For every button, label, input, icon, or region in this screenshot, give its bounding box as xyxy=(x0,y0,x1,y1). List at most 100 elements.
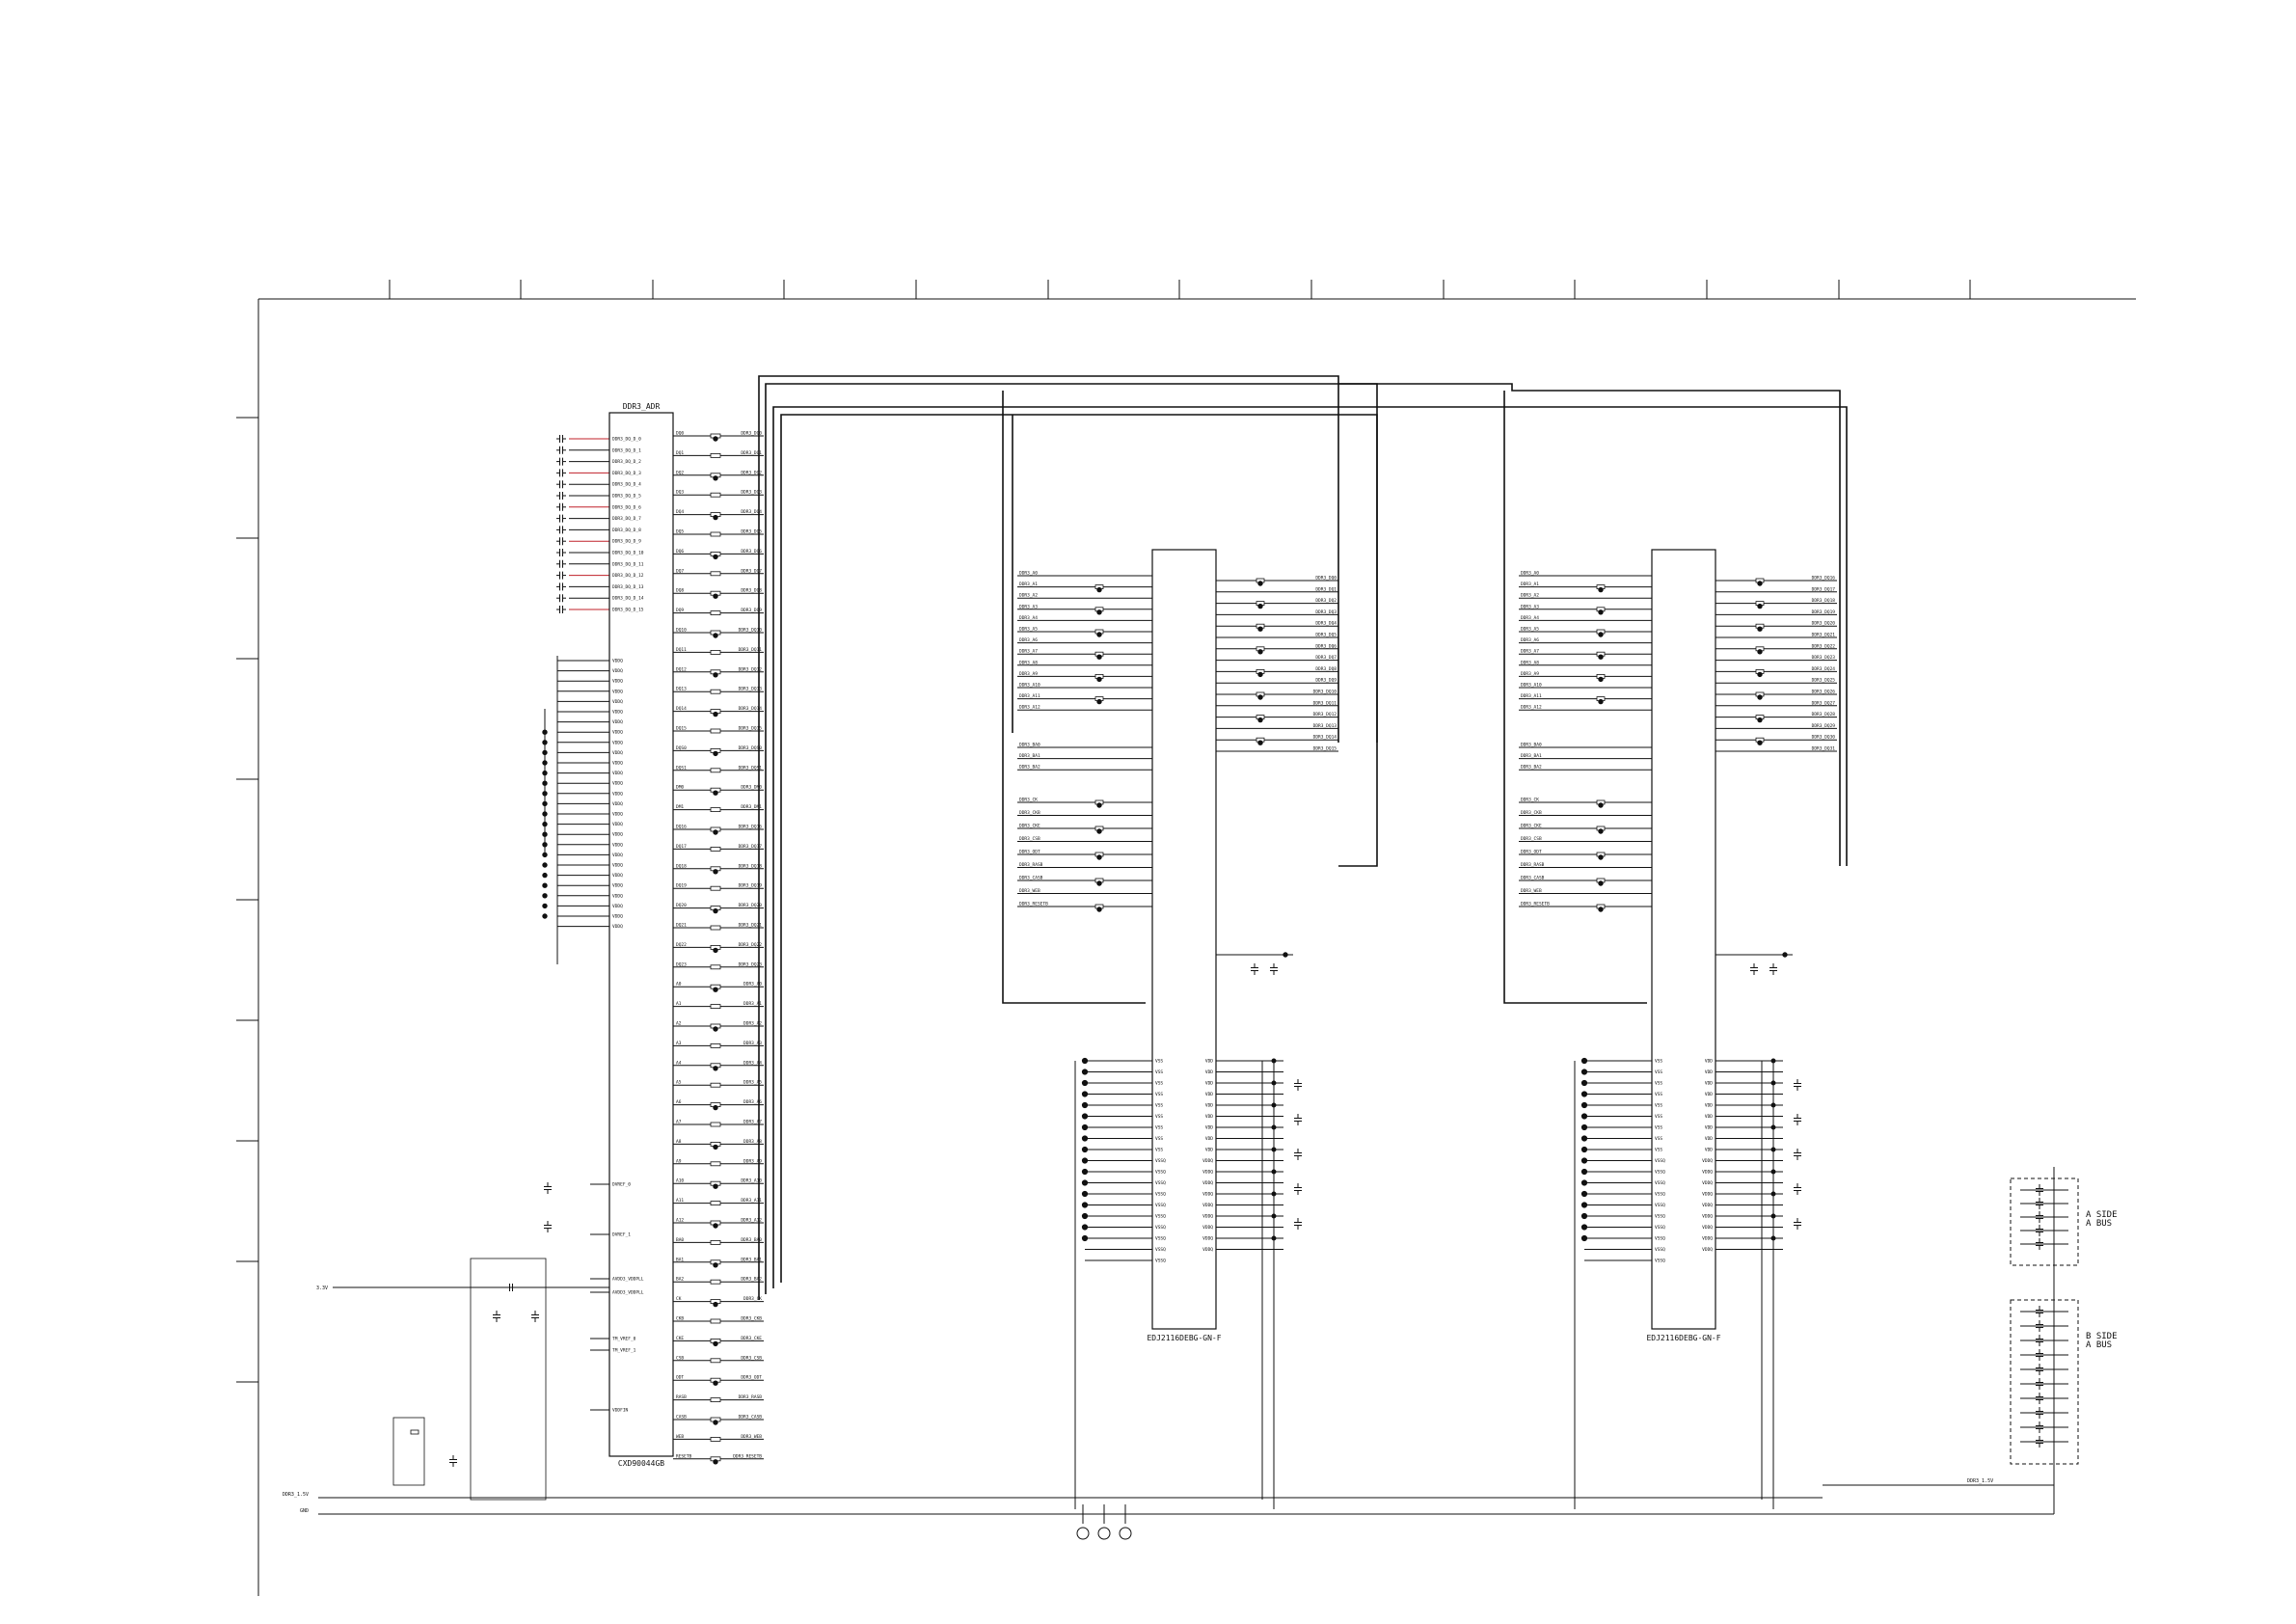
vss-junction xyxy=(1081,1224,1089,1231)
vddq-junction xyxy=(542,913,548,919)
memory-control-net: DDR3_ODT xyxy=(1019,850,1040,855)
bus-wire xyxy=(1503,391,1647,1004)
memory-control-net: DDR3_RESETB xyxy=(1019,902,1048,907)
control-junction xyxy=(1598,802,1604,808)
memory-vss-pin: VSSQ xyxy=(1655,1203,1665,1208)
memory-data-net: DDR3_DQ22 xyxy=(1812,643,1836,649)
controller-net-name: DDR3_A12 xyxy=(741,1218,762,1224)
memory-vdd-pin: VDDQ xyxy=(1702,1203,1713,1208)
controller-vddq-label: VDDQ xyxy=(612,689,623,694)
memory-data-net: DDR3_DQ24 xyxy=(1812,666,1836,672)
resistor xyxy=(710,847,721,852)
controller-vddq-label: VDDQ xyxy=(612,679,623,685)
memory-data-net: DDR3_DQ15 xyxy=(1313,746,1337,752)
resistor xyxy=(710,610,721,615)
net-junction xyxy=(713,1420,718,1425)
address-junction xyxy=(1598,676,1604,683)
controller-right-pin: DQ19 xyxy=(676,883,687,889)
memory-vdd-pin: VDD xyxy=(1205,1136,1213,1142)
memory-vss-pin: VSSQ xyxy=(1155,1236,1166,1242)
controller-right-pin: DQ14 xyxy=(676,706,687,712)
vss-junction xyxy=(1081,1146,1089,1153)
memory-control-net: DDR3_RESETB xyxy=(1521,902,1550,907)
data-junction xyxy=(1757,626,1763,632)
memory-vss-pin: VSS xyxy=(1655,1081,1662,1087)
memory-vdd-pin: VDD xyxy=(1705,1081,1713,1087)
controller-vddq-label: VDDQ xyxy=(612,710,623,716)
controller-right-pin: DQ6 xyxy=(676,549,684,555)
vref-junction xyxy=(1283,952,1288,958)
controller-right-pin: DQ2 xyxy=(676,470,684,475)
vss-junction xyxy=(1580,1101,1588,1109)
bus-wire xyxy=(765,383,1378,1294)
vss-junction xyxy=(1081,1190,1089,1198)
memory-vss-pin: VSS xyxy=(1155,1125,1163,1131)
memory-vss-pin: VSSQ xyxy=(1155,1203,1166,1208)
memory-control-net: DDR3_RASB xyxy=(1521,862,1545,868)
controller-vddq-label: VDDQ xyxy=(612,801,623,807)
resistor xyxy=(710,1318,721,1324)
memory-vdd-pin: VDDQ xyxy=(1702,1180,1713,1186)
controller-right-pin: DQ7 xyxy=(676,568,684,574)
memory-address-net: DDR3_A10 xyxy=(1019,683,1040,689)
net-junction xyxy=(713,1066,718,1071)
resistor xyxy=(710,1437,721,1442)
control-junction xyxy=(1096,907,1102,912)
data-junction xyxy=(1757,581,1763,586)
controller-special-pin: DVREF_1 xyxy=(612,1232,631,1238)
memory-address-net: DDR3_A8 xyxy=(1019,660,1038,665)
resistor xyxy=(410,1429,419,1435)
memory-address-net: DDR3_A4 xyxy=(1019,615,1038,621)
memory-data-net: DDR3_DQ5 xyxy=(1315,633,1337,638)
net-junction xyxy=(713,947,718,954)
memory-vdd-pin: VDDQ xyxy=(1202,1180,1213,1186)
memory-ic-b xyxy=(1651,549,1716,1330)
resistor xyxy=(710,571,721,577)
controller-net-name: DDR3_A10 xyxy=(741,1178,762,1184)
controller-pin-label: DDR3_DQ_D_2 xyxy=(612,459,641,465)
vss-junction xyxy=(1580,1123,1588,1131)
net-junction xyxy=(713,1380,718,1386)
address-junction xyxy=(1096,586,1102,593)
memory-vss-pin: VSSQ xyxy=(1155,1158,1166,1164)
controller-right-pin: DQ5 xyxy=(676,529,684,535)
controller-right-pin: DQ11 xyxy=(676,647,687,653)
memory-vss-pin: VSS xyxy=(1655,1092,1662,1097)
net-junction xyxy=(713,475,718,481)
memory-vss-pin: VSSQ xyxy=(1155,1225,1166,1231)
vss-junction xyxy=(1081,1135,1089,1142)
memory-vss-pin: VSS xyxy=(1155,1114,1163,1120)
memory-control-net: DDR3_CASB xyxy=(1019,876,1043,881)
controller-net-name: DDR3_A8 xyxy=(743,1139,762,1145)
net-junction xyxy=(713,987,718,992)
vddq-junction xyxy=(542,893,548,899)
resistor xyxy=(710,1397,721,1402)
vss-junction xyxy=(1081,1101,1089,1109)
controller-vddq-label: VDDQ xyxy=(612,771,623,776)
controller-right-pin: CKB xyxy=(676,1316,684,1322)
memory-address-net: DDR3_A8 xyxy=(1521,660,1539,665)
vss-junction xyxy=(1081,1157,1089,1164)
data-junction xyxy=(1257,671,1263,678)
memory-data-net: DDR3_DQ8 xyxy=(1315,666,1337,672)
vss-junction xyxy=(1580,1135,1588,1142)
controller-pin-label: DDR3_DQ_D_7 xyxy=(612,516,641,522)
test-point xyxy=(1076,1527,1090,1540)
net-junction xyxy=(713,1104,718,1111)
controller-right-pin: DQ0 xyxy=(676,431,684,437)
controller-special-pin: DVREF_0 xyxy=(612,1182,631,1188)
data-junction xyxy=(1257,717,1263,723)
memory-data-net: DDR3_DQ10 xyxy=(1313,690,1337,695)
control-junction xyxy=(1598,907,1604,912)
controller-right-pin: DQ22 xyxy=(676,942,687,948)
memory-vdd-pin: VDD xyxy=(1205,1148,1213,1153)
resistor xyxy=(710,531,721,537)
address-junction xyxy=(1096,609,1102,615)
vss-junction xyxy=(1580,1190,1588,1198)
controller-right-pin: A11 xyxy=(676,1198,684,1204)
controller-special-pin: AVDD3_VDDPLL xyxy=(612,1277,644,1283)
controller-vddq-label: VDDQ xyxy=(612,873,623,879)
vss-junction xyxy=(1580,1091,1588,1097)
memory-address-net: DDR3_A3 xyxy=(1521,604,1539,609)
controller-pin-label: DDR3_DQ_D_0 xyxy=(612,437,641,443)
